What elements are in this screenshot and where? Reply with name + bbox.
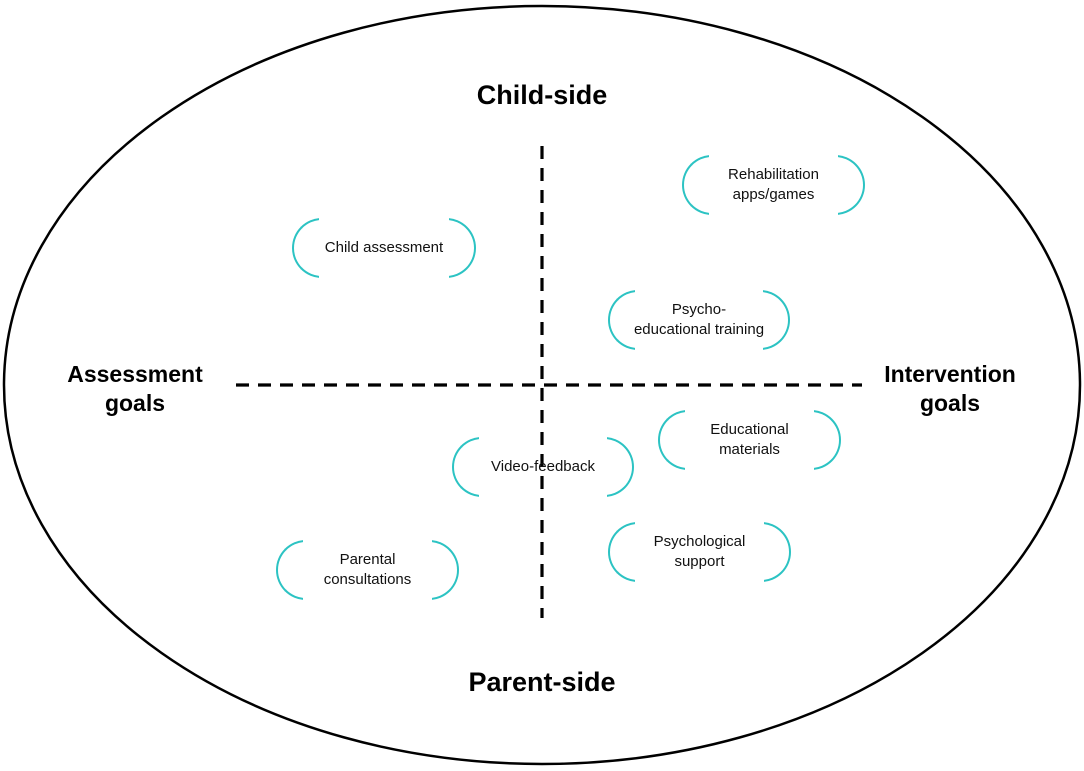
node-text-line: Child assessment bbox=[324, 239, 444, 256]
left-bracket-shape bbox=[658, 410, 685, 470]
axis-label-assessment-line-1: Assessment bbox=[67, 361, 203, 387]
axis-label-intervention-line-2: goals bbox=[919, 390, 981, 416]
node-text: Child assessment bbox=[325, 238, 443, 258]
node-text: Psychological support bbox=[654, 532, 746, 572]
node-text-line: Rehabilitation bbox=[728, 166, 819, 183]
node-video-feedback: Video-feedback bbox=[452, 437, 634, 497]
axis-label-child-side: Child-side bbox=[476, 80, 608, 110]
axis-label-assessment-line-2: goals bbox=[104, 390, 166, 416]
node-text-line: support bbox=[674, 553, 725, 570]
node-text-line: Psycho- bbox=[671, 301, 727, 318]
node-text: Psycho- educational training bbox=[634, 300, 764, 340]
node-parental-consultations: Parental consultations bbox=[276, 540, 459, 600]
node-text-line: apps/games bbox=[732, 186, 815, 203]
axis-label-parent-side: Parent-side bbox=[468, 667, 616, 697]
node-educational-materials: Educational materials bbox=[658, 410, 841, 470]
node-psycho-educational-training: Psycho- educational training bbox=[608, 290, 790, 350]
node-text-line: educational training bbox=[633, 321, 765, 338]
node-child-assessment: Child assessment bbox=[292, 218, 476, 278]
node-text-line: Educational bbox=[710, 421, 789, 438]
node-text-line: materials bbox=[719, 441, 780, 458]
node-text-line: consultations bbox=[323, 571, 412, 588]
node-text: Video-feedback bbox=[491, 457, 595, 477]
node-rehabilitation-apps-games: Rehabilitation apps/games bbox=[682, 155, 865, 215]
node-text: Parental consultations bbox=[324, 550, 412, 590]
node-text-line: Parental bbox=[339, 551, 396, 568]
node-text-line: Video-feedback bbox=[491, 458, 595, 475]
outer-ellipse bbox=[2, 4, 1082, 766]
node-text-line: Psychological bbox=[653, 533, 746, 550]
right-bracket-shape bbox=[814, 410, 841, 470]
axis-label-intervention-line-1: Intervention bbox=[884, 361, 1016, 387]
node-text: Educational materials bbox=[710, 420, 788, 460]
axis-label-intervention-goals: Intervention goals bbox=[850, 360, 1050, 418]
axis-label-assessment-goals: Assessment goals bbox=[35, 360, 235, 418]
node-psychological-support: Psychological support bbox=[608, 522, 791, 582]
node-text: Rehabilitation apps/games bbox=[728, 165, 819, 205]
